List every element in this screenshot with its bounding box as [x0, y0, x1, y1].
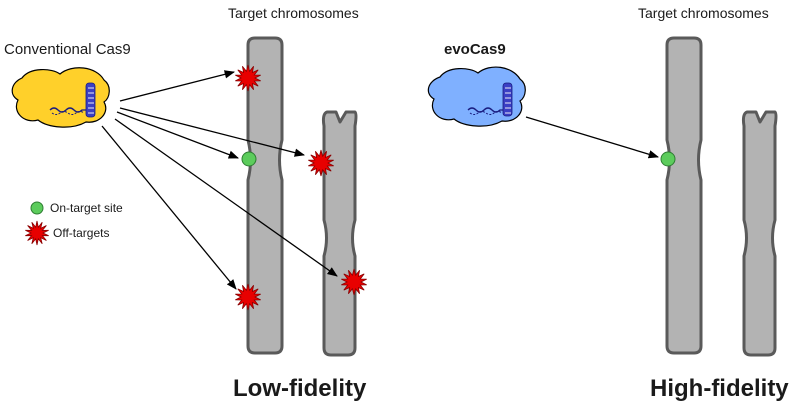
on-target-site-left — [241, 151, 257, 167]
arrow-to-off-target-3 — [114, 118, 338, 277]
arrow-to-off-target-2 — [119, 107, 306, 157]
off-target-star-3 — [341, 268, 367, 296]
legend: On-target site Off-targets — [25, 201, 123, 246]
conventional-cas9-label: Conventional Cas9 — [4, 41, 131, 58]
off-target-star-4 — [235, 283, 261, 311]
left-target-chromosome-2 — [321, 110, 358, 357]
low-fidelity-label: Low-fidelity — [233, 375, 367, 402]
evocas9-guide-rna-icon — [467, 82, 513, 117]
right-target-chromosome-1 — [665, 36, 703, 355]
arrow-to-on-target-right — [525, 116, 659, 159]
left-target-chromosome-1 — [246, 36, 284, 355]
arrow-to-on-target-left — [116, 111, 239, 159]
off-target-star-2 — [308, 149, 334, 177]
right-panel-header: Target chromosomes — [638, 5, 769, 21]
evocas9-protein — [427, 66, 526, 127]
conventional-cas9-protein — [11, 67, 110, 128]
legend-off-target-label: Off-targets — [53, 226, 109, 240]
left-panel-header: Target chromosomes — [228, 5, 359, 21]
arrow-to-off-target-4 — [101, 125, 237, 290]
arrow-to-off-target-1 — [119, 70, 236, 102]
on-target-site-right — [660, 151, 676, 167]
evocas9-label: evoCas9 — [444, 41, 506, 58]
guide-rna-icon — [49, 82, 96, 118]
off-target-legend-marker — [25, 220, 49, 246]
on-target-legend-marker — [30, 201, 44, 215]
off-target-star-1 — [235, 64, 261, 92]
right-target-chromosome-2 — [741, 110, 778, 357]
high-fidelity-label: High-fidelity — [650, 375, 789, 402]
legend-on-target-label: On-target site — [50, 201, 123, 215]
